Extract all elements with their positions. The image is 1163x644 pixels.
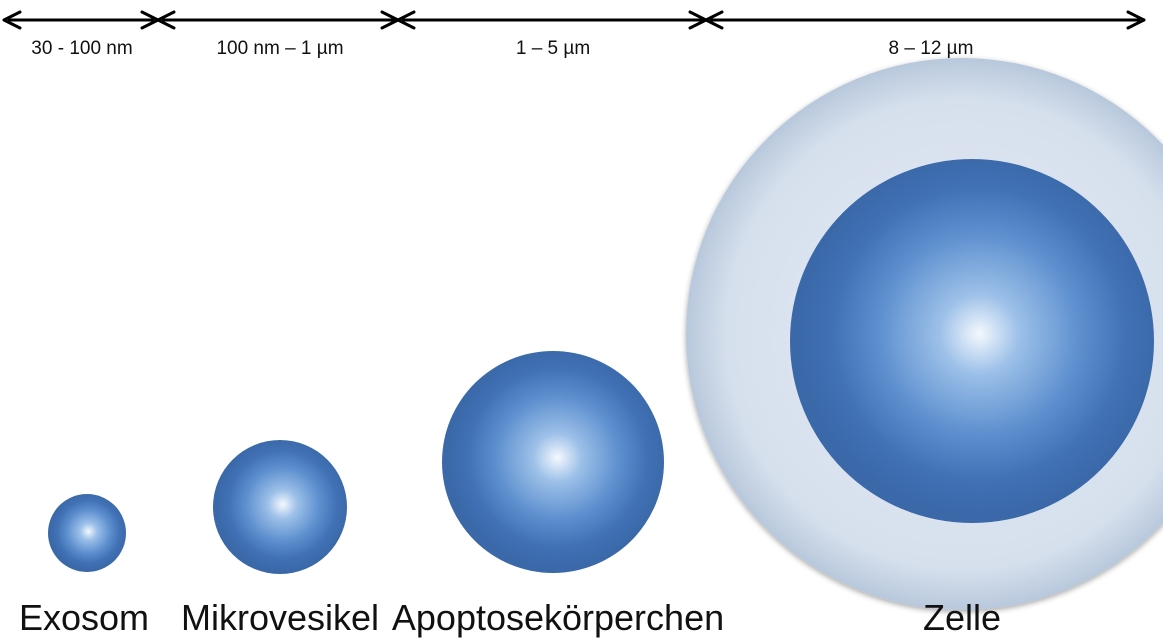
size-arrows [2,10,1146,30]
range-label-zelle: 8 – 12 µm [888,38,974,59]
name-label-zelle: Zelle [922,597,1002,638]
range-label-exosom: 30 - 100 nm [31,38,133,59]
exosom-sphere [48,494,126,572]
mikrovesikel-sphere [213,440,347,574]
name-label-mikrovesikel: Mikrovesikel [180,597,380,638]
range-label-mikrovesikel: 100 nm – 1 µm [216,38,344,59]
apoptosekoerperchen-sphere [442,351,664,573]
cell-nucleus [790,159,1154,523]
arrow-mikrovesikel [156,10,400,30]
arrow-exosom [2,10,160,30]
range-label-apoptose: 1 – 5 µm [515,38,591,59]
arrow-apoptose [396,10,708,30]
name-label-exosom: Exosom [18,597,150,638]
arrow-zelle [704,10,1146,30]
name-label-apoptose: Apoptosekörperchen [391,597,725,638]
cell [686,58,1163,610]
